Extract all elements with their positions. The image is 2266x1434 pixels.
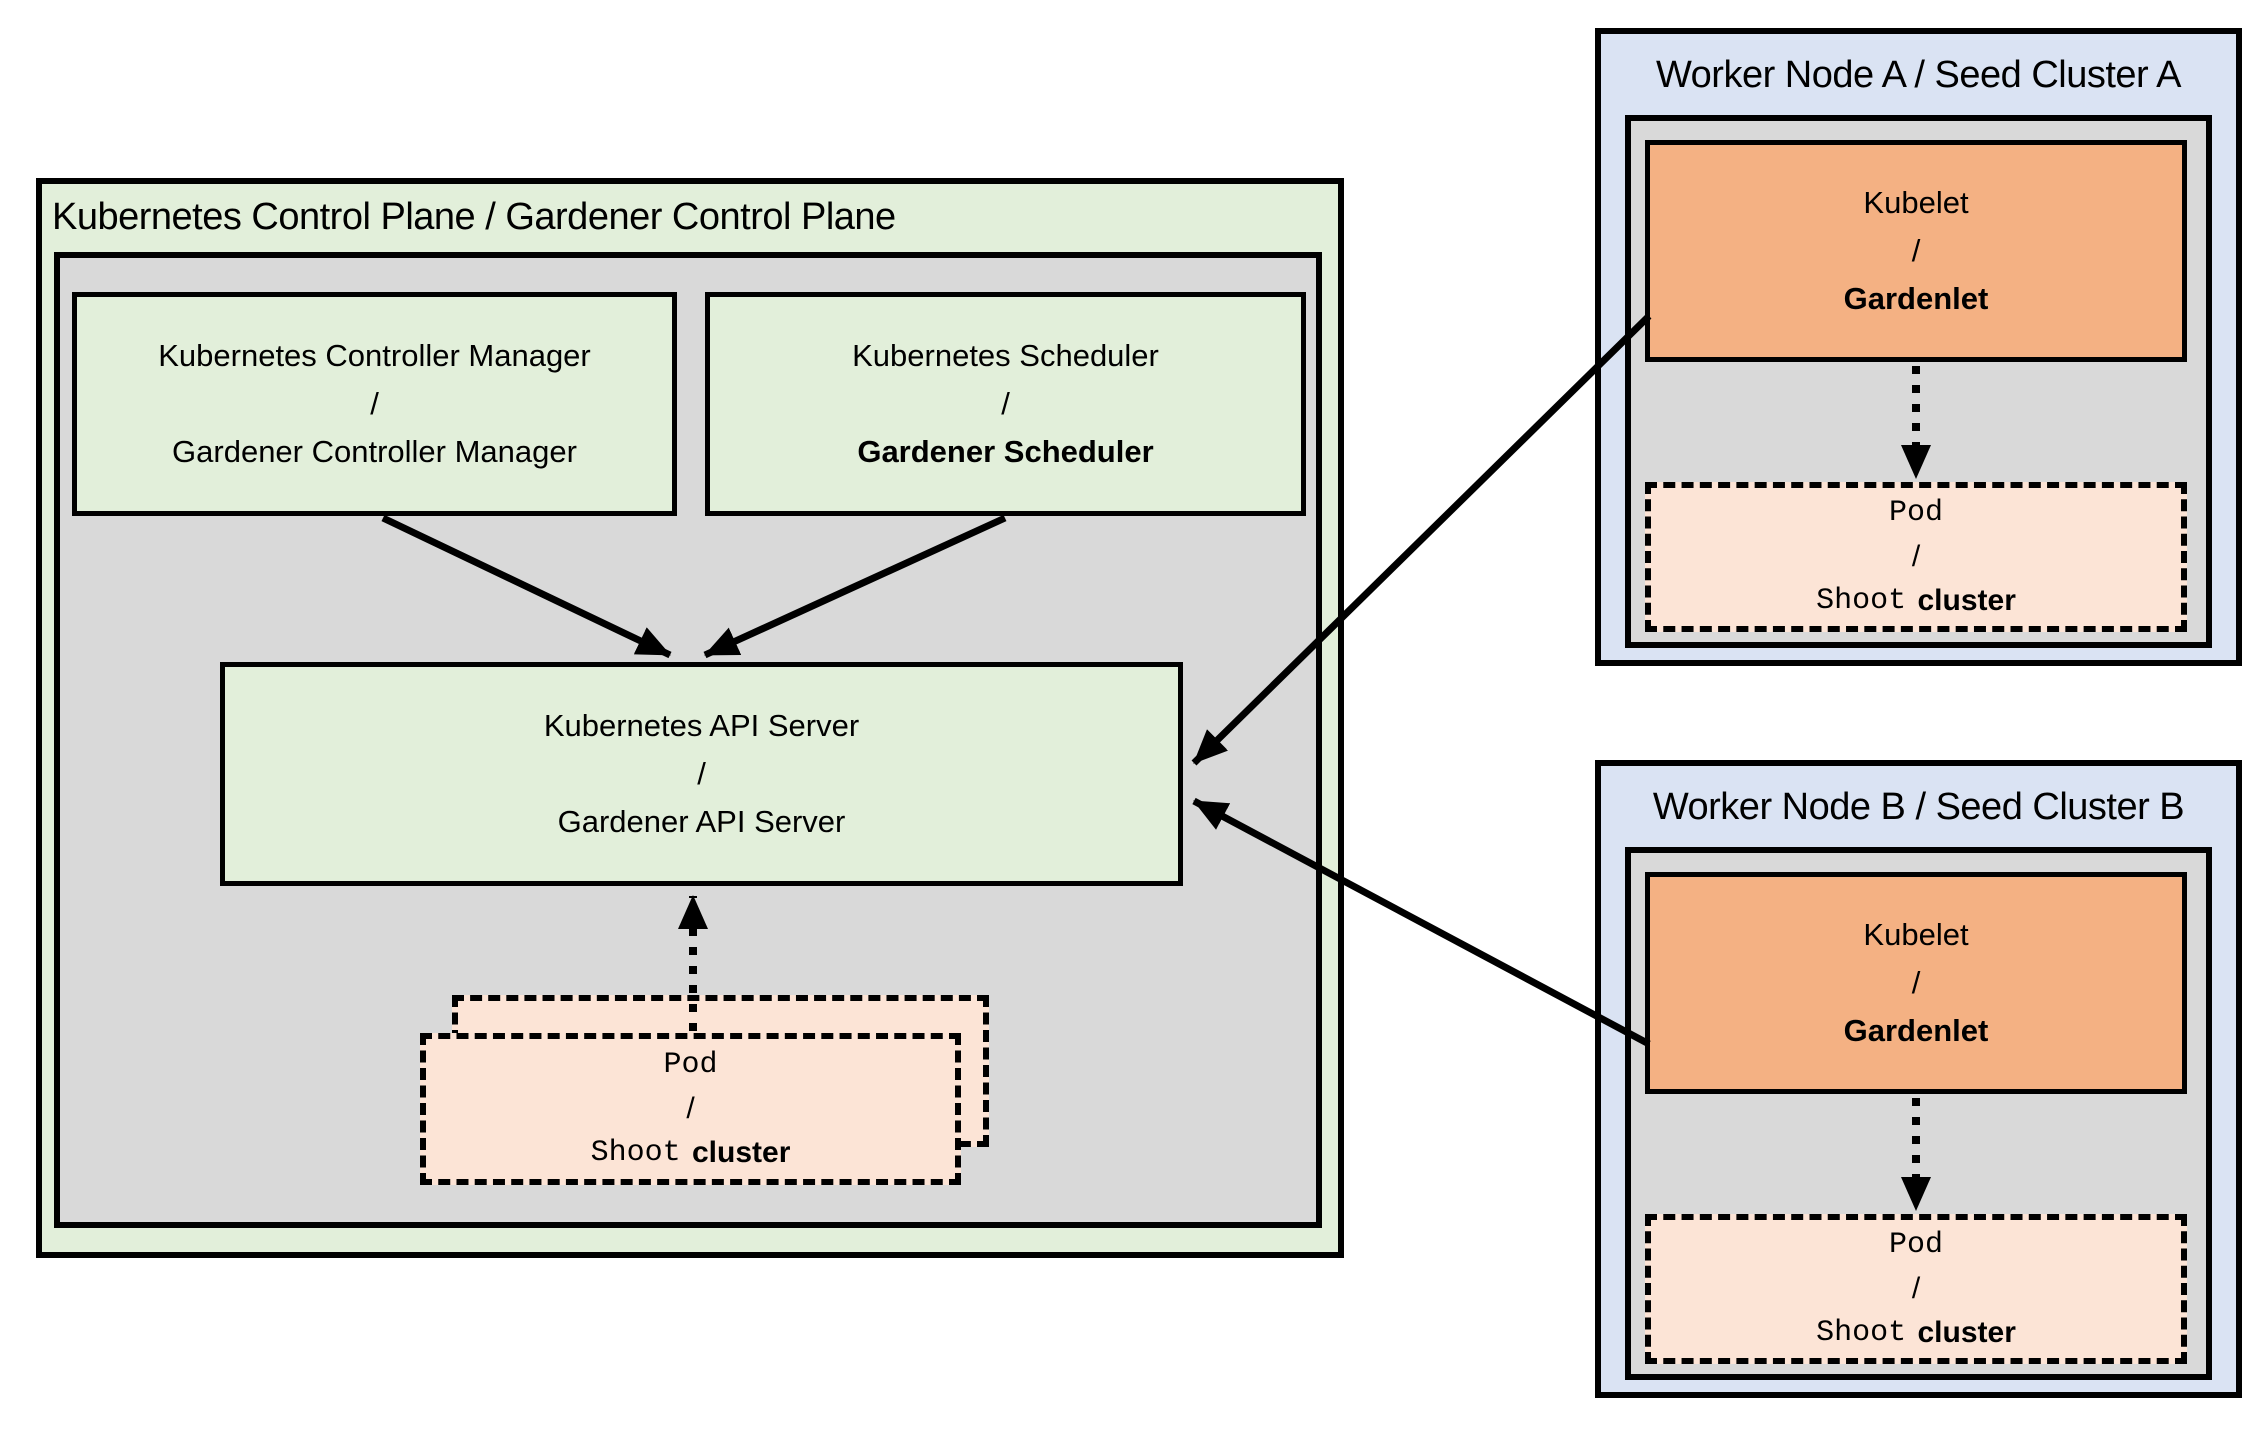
controller-manager-line2: Gardener Controller Manager (172, 434, 577, 469)
worker-node-a-kubelet-separator: / (1911, 233, 1921, 268)
control-plane-pod-shoot-label: Shoot (590, 1136, 681, 1170)
scheduler-box: Kubernetes Scheduler / Gardener Schedule… (705, 292, 1306, 516)
worker-node-b-kubelet-box: Kubelet / Gardenlet (1645, 872, 2187, 1094)
api-server-line1: Kubernetes API Server (543, 708, 860, 743)
worker-node-b-pod-line2: Shoot cluster (1816, 1311, 2016, 1355)
scheduler-separator: / (1001, 386, 1010, 421)
api-server-line2: Gardener API Server (557, 804, 846, 839)
worker-node-b-title-label: Worker Node B / Seed Cluster B (1652, 785, 2185, 828)
control-plane-title: Kubernetes Control Plane / Gardener Cont… (52, 184, 1332, 250)
worker-node-b-pod-cluster-label: cluster (1917, 1316, 2016, 1349)
worker-node-b-pod-shoot-label: Shoot (1816, 1316, 1907, 1350)
worker-node-b-pod-line1: Pod (1888, 1228, 1943, 1262)
worker-node-a-pod-line1: Pod (1888, 496, 1943, 530)
worker-node-a-kubelet-line2: Gardenlet (1843, 281, 1989, 316)
scheduler-line1: Kubernetes Scheduler (852, 338, 1159, 373)
worker-node-a-pod-shoot-label: Shoot (1816, 584, 1907, 618)
controller-manager-separator: / (370, 386, 379, 421)
scheduler-line2: Gardener Scheduler (857, 434, 1154, 469)
api-server-separator: / (697, 756, 706, 791)
control-plane-pod-box: Pod / Shoot cluster (420, 1033, 961, 1185)
worker-node-a-title-label: Worker Node A / Seed Cluster A (1655, 53, 2182, 96)
worker-node-a-kubelet-box: Kubelet / Gardenlet (1645, 140, 2187, 362)
worker-node-a-title: Worker Node A / Seed Cluster A (1595, 40, 2242, 110)
worker-node-a-kubelet-line1: Kubelet (1863, 185, 1969, 220)
worker-node-b-kubelet-line2: Gardenlet (1843, 1013, 1989, 1048)
worker-node-b-kubelet-line1: Kubelet (1863, 917, 1969, 952)
control-plane-title-label: Kubernetes Control Plane / Gardener Cont… (52, 195, 896, 238)
control-plane-pod-line2: Shoot cluster (591, 1131, 791, 1175)
worker-node-b-title: Worker Node B / Seed Cluster B (1595, 772, 2242, 842)
api-server-box: Kubernetes API Server / Gardener API Ser… (220, 662, 1183, 886)
worker-node-a-pod-separator: / (1911, 540, 1921, 573)
control-plane-pod-separator: / (686, 1092, 695, 1125)
control-plane-pod-line1: Pod (663, 1048, 718, 1082)
control-plane-pod-cluster-label: cluster (692, 1136, 791, 1169)
worker-node-b-pod-box: Pod / Shoot cluster (1645, 1214, 2187, 1364)
worker-node-a-pod-cluster-label: cluster (1917, 584, 2016, 617)
worker-node-a-pod-line2: Shoot cluster (1816, 579, 2016, 623)
worker-node-b-pod-separator: / (1911, 1272, 1921, 1305)
controller-manager-box: Kubernetes Controller Manager / Gardener… (72, 292, 677, 516)
worker-node-b-kubelet-separator: / (1911, 965, 1921, 1000)
worker-node-a-pod-box: Pod / Shoot cluster (1645, 482, 2187, 632)
controller-manager-line1: Kubernetes Controller Manager (158, 338, 591, 373)
